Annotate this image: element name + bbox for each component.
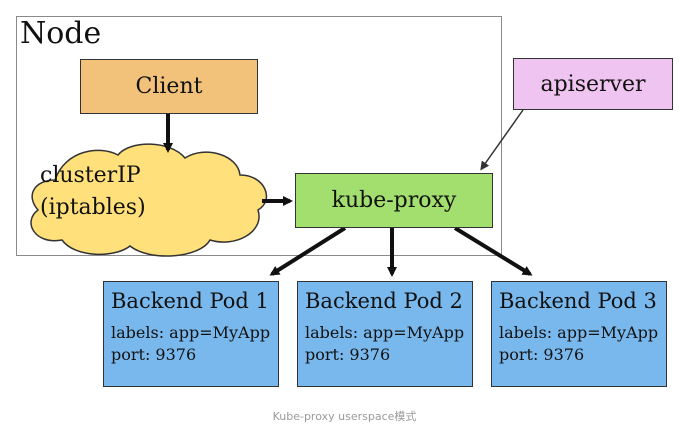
client-box: Client xyxy=(80,59,258,114)
pod-labels: labels: app=MyApp xyxy=(305,323,465,342)
cluster-ip-label: clusterIP (iptables) xyxy=(40,160,200,224)
backend-pod-3: Backend Pod 3 labels: app=MyApp port: 93… xyxy=(491,281,667,387)
cluster-ip-cloud xyxy=(30,143,268,257)
client-label: Client xyxy=(135,74,203,99)
apiserver-label: apiserver xyxy=(540,71,646,97)
pod-labels: labels: app=MyApp xyxy=(111,323,271,342)
pod-title: Backend Pod 2 xyxy=(305,289,463,313)
arrow-kube-proxy-to-pod-3 xyxy=(453,226,533,276)
pod-title: Backend Pod 3 xyxy=(499,289,657,313)
arrow-apiserver-to-kube-proxy xyxy=(480,109,524,171)
kube-proxy-label: kube-proxy xyxy=(331,188,457,213)
cluster-ip-line-1: clusterIP xyxy=(40,163,141,188)
diagram-caption: Kube-proxy userspace模式 xyxy=(272,410,417,423)
pod-labels: labels: app=MyApp xyxy=(499,323,659,342)
pod-port: port: 9376 xyxy=(499,345,585,364)
arrow-kube-proxy-to-pod-1 xyxy=(269,226,347,276)
backend-pod-1: Backend Pod 1 labels: app=MyApp port: 93… xyxy=(103,281,279,387)
apiserver-box: apiserver xyxy=(513,58,673,110)
kube-proxy-box: kube-proxy xyxy=(295,173,493,228)
node-label: Node xyxy=(20,16,102,51)
pod-port: port: 9376 xyxy=(111,345,197,364)
pod-title: Backend Pod 1 xyxy=(111,289,269,313)
cluster-ip-line-2: (iptables) xyxy=(40,195,146,220)
backend-pod-2: Backend Pod 2 labels: app=MyApp port: 93… xyxy=(297,281,473,387)
pod-port: port: 9376 xyxy=(305,345,391,364)
